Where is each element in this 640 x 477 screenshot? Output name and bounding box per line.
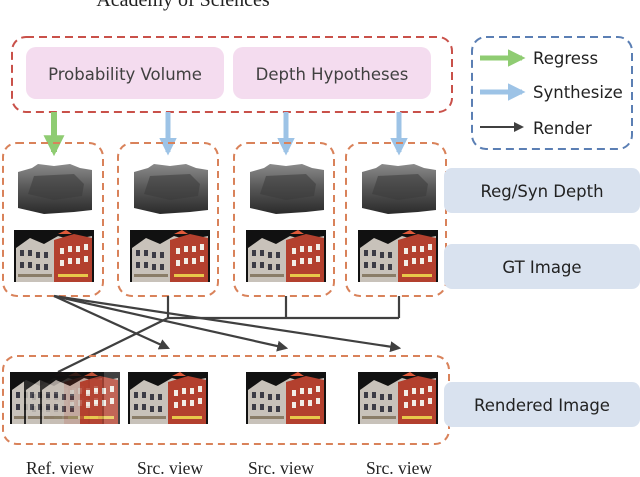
- depth-map-image: [14, 162, 94, 214]
- depth-row-label-box: [444, 168, 640, 213]
- building-photo: [14, 230, 94, 282]
- legend-synthesize-label: Synthesize: [533, 83, 623, 102]
- depth-row-label: Reg/Syn Depth: [480, 182, 603, 201]
- rendered-ref-image: [10, 372, 120, 424]
- legend-render: Render: [480, 119, 592, 138]
- rendered-src-image: [246, 372, 326, 424]
- legend-synthesize: Synthesize: [480, 83, 623, 102]
- render-connections: [53, 294, 402, 373]
- depth-hypotheses-label: Depth Hypotheses: [256, 65, 409, 84]
- view-label-src-3: Src. view: [366, 458, 432, 477]
- legend-box: [471, 36, 633, 150]
- depth-map-image: [246, 162, 326, 214]
- gt-row-label: GT Image: [502, 258, 581, 277]
- probability-volume-label: Probability Volume: [48, 65, 202, 84]
- legend-regress: Regress: [480, 49, 598, 68]
- building-photo: [246, 230, 326, 282]
- view-column-src-3: [345, 142, 447, 297]
- view-label-src-2: Src. view: [248, 458, 314, 477]
- header-fragment: Academy of Sciences: [96, 0, 269, 11]
- depth-map-image: [130, 162, 210, 214]
- view-column-ref: [2, 142, 104, 297]
- rendered-row-label: Rendered Image: [474, 396, 610, 415]
- view-label-src-1: Src. view: [137, 458, 203, 477]
- depth-map-image: [358, 162, 438, 214]
- building-photo: [130, 230, 210, 282]
- building-photo: [358, 230, 438, 282]
- view-column-src-2: [233, 142, 335, 297]
- probability-volume-box: [26, 47, 224, 99]
- top-container: [11, 36, 453, 113]
- view-label-ref: Ref. view: [26, 458, 94, 477]
- legend-regress-label: Regress: [533, 49, 598, 68]
- legend-render-label: Render: [533, 119, 592, 138]
- depth-hypotheses-box: [233, 47, 431, 99]
- rendered-src-image: [358, 372, 438, 424]
- rendered-row-label-box: [444, 382, 640, 427]
- rendered-src-image: [128, 372, 208, 424]
- gt-row-label-box: [444, 244, 640, 289]
